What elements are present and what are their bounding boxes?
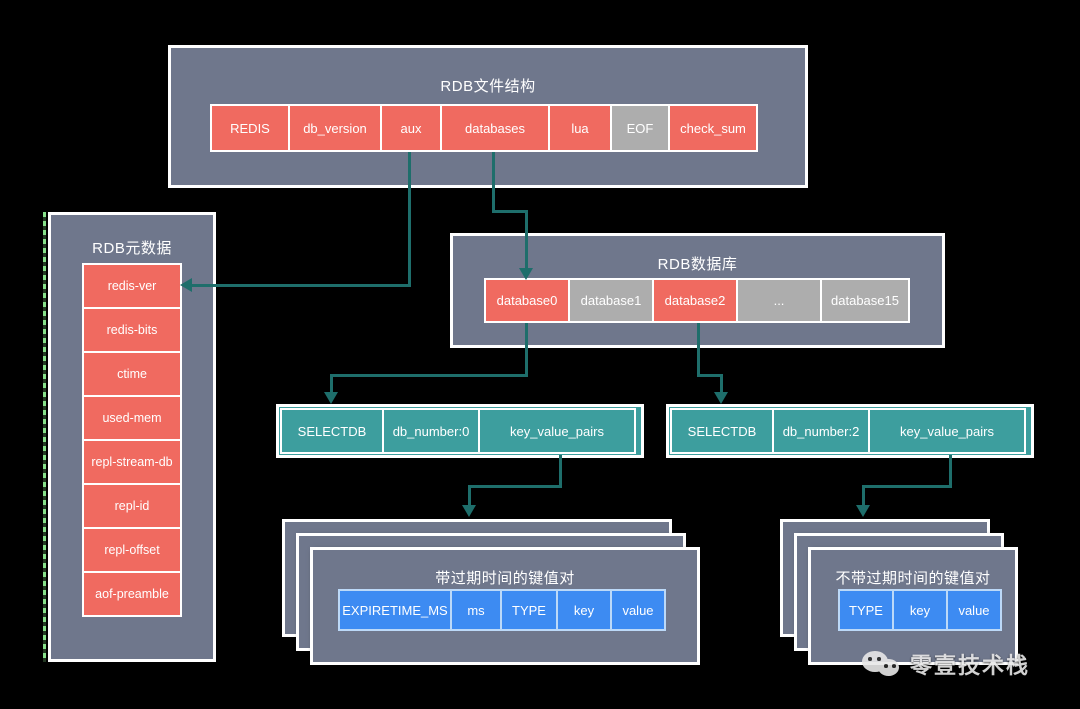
watermark-text: 零壹技术栈 bbox=[910, 653, 1031, 678]
rdb-metadata-title: RDB元数据 bbox=[92, 240, 172, 257]
connector-db0-down1 bbox=[525, 323, 528, 376]
connector-db0-left bbox=[330, 374, 528, 377]
cell-eof[interactable]: EOF bbox=[610, 104, 670, 152]
connector-db2-right bbox=[697, 374, 723, 377]
selectdb-left-dbnumber[interactable]: db_number:0 bbox=[382, 408, 480, 454]
metadata-item-aof-preamble[interactable]: aof-preamble bbox=[82, 571, 182, 617]
metadata-item-ctime[interactable]: ctime bbox=[82, 351, 182, 397]
kv-cell-type[interactable]: TYPE bbox=[500, 589, 558, 631]
metadata-item-redis-bits[interactable]: redis-bits bbox=[82, 307, 182, 353]
connector-databases-down2 bbox=[525, 210, 528, 275]
connector-kvr-left bbox=[862, 485, 952, 488]
connector-aux-down bbox=[408, 152, 411, 286]
kv-without-expire-title: 不带过期时间的键值对 bbox=[835, 570, 991, 587]
connector-kvr-down2 bbox=[862, 485, 865, 511]
connector-kvl-arrowhead bbox=[462, 505, 476, 517]
rdb-database-cells: database0 database1 database2 ... databa… bbox=[484, 278, 912, 323]
cell-database0[interactable]: database0 bbox=[484, 278, 570, 323]
rdb-database-title: RDB数据库 bbox=[657, 256, 738, 273]
kv-with-expire-cells: EXPIRETIME_MS ms TYPE key value bbox=[338, 589, 674, 631]
kv-with-expire-title: 带过期时间的键值对 bbox=[435, 570, 575, 587]
connector-databases-right bbox=[492, 210, 528, 213]
selectdb-left-kvpairs[interactable]: key_value_pairs bbox=[478, 408, 636, 454]
cell-check-sum[interactable]: check_sum bbox=[668, 104, 758, 152]
selectdb-right-dbnumber[interactable]: db_number:2 bbox=[772, 408, 870, 454]
kv-without-expire-cells: TYPE key value bbox=[838, 589, 1006, 631]
watermark: 零壹技术栈 bbox=[862, 648, 1030, 680]
cell-database-ellipsis[interactable]: ... bbox=[736, 278, 822, 323]
cell-aux[interactable]: aux bbox=[380, 104, 442, 152]
selectdb-right-keyword[interactable]: SELECTDB bbox=[670, 408, 774, 454]
metadata-item-repl-offset[interactable]: repl-offset bbox=[82, 527, 182, 573]
kv-noexp-cell-key[interactable]: key bbox=[892, 589, 948, 631]
cell-databases[interactable]: databases bbox=[440, 104, 550, 152]
kv-cell-value[interactable]: value bbox=[610, 589, 666, 631]
metadata-item-repl-stream-db[interactable]: repl-stream-db bbox=[82, 439, 182, 485]
connector-db2-arrowhead bbox=[714, 392, 728, 404]
selectdb-right-cells: SELECTDB db_number:2 key_value_pairs bbox=[670, 408, 1030, 454]
connector-databases-down1 bbox=[492, 152, 495, 212]
selection-handle-bar bbox=[43, 212, 46, 662]
connector-db0-arrowhead bbox=[324, 392, 338, 404]
selectdb-left-keyword[interactable]: SELECTDB bbox=[280, 408, 384, 454]
connector-kvl-left bbox=[468, 485, 562, 488]
connector-aux-left bbox=[190, 284, 411, 287]
connector-kvl-down1 bbox=[559, 455, 562, 487]
wechat-icon bbox=[862, 651, 902, 677]
cell-database2[interactable]: database2 bbox=[652, 278, 738, 323]
cell-database15[interactable]: database15 bbox=[820, 278, 910, 323]
cell-database1[interactable]: database1 bbox=[568, 278, 654, 323]
rdb-file-structure-cells: REDIS db_version aux databases lua EOF c… bbox=[210, 104, 766, 152]
connector-kvl-down2 bbox=[468, 485, 471, 511]
connector-db2-down2 bbox=[720, 374, 723, 398]
kv-cell-ms[interactable]: ms bbox=[450, 589, 502, 631]
connector-kvr-arrowhead bbox=[856, 505, 870, 517]
metadata-item-repl-id[interactable]: repl-id bbox=[82, 483, 182, 529]
cell-db-version[interactable]: db_version bbox=[288, 104, 382, 152]
kv-noexp-cell-value[interactable]: value bbox=[946, 589, 1002, 631]
kv-cell-expiretime-ms[interactable]: EXPIRETIME_MS bbox=[338, 589, 452, 631]
rdb-file-structure-title: RDB文件结构 bbox=[440, 78, 536, 95]
metadata-item-used-mem[interactable]: used-mem bbox=[82, 395, 182, 441]
connector-databases-arrowhead bbox=[519, 268, 533, 280]
cell-lua[interactable]: lua bbox=[548, 104, 612, 152]
kv-noexp-cell-type[interactable]: TYPE bbox=[838, 589, 894, 631]
cell-redis[interactable]: REDIS bbox=[210, 104, 290, 152]
connector-db0-down2 bbox=[330, 374, 333, 398]
connector-db2-down1 bbox=[697, 323, 700, 376]
connector-kvr-down1 bbox=[949, 455, 952, 487]
connector-aux-arrowhead bbox=[180, 278, 192, 292]
selectdb-left-cells: SELECTDB db_number:0 key_value_pairs bbox=[280, 408, 640, 454]
metadata-item-redis-ver[interactable]: redis-ver bbox=[82, 263, 182, 309]
rdb-metadata-items: redis-ver redis-bits ctime used-mem repl… bbox=[82, 263, 182, 617]
kv-cell-key[interactable]: key bbox=[556, 589, 612, 631]
selectdb-right-kvpairs[interactable]: key_value_pairs bbox=[868, 408, 1026, 454]
